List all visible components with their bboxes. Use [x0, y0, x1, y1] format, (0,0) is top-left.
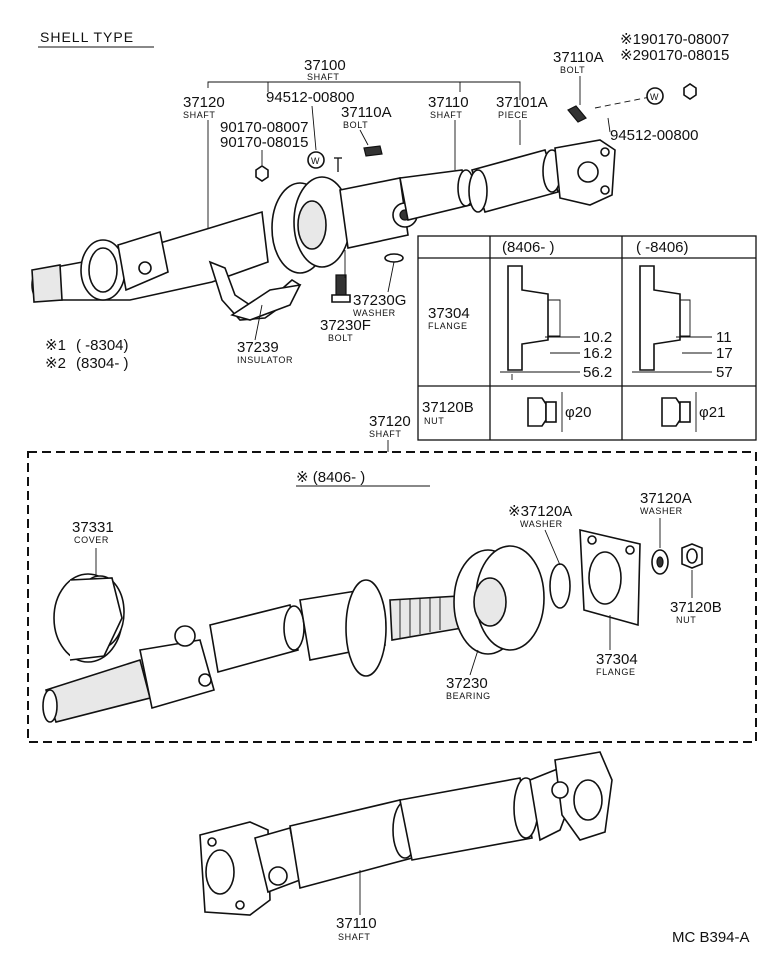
label-37304-low: 37304 FLANGE	[596, 651, 638, 677]
svg-text:37120A: 37120A	[640, 490, 692, 507]
svg-text:PIECE: PIECE	[498, 110, 528, 120]
svg-text:37230G: 37230G	[353, 292, 406, 309]
label-37100: 37100 SHAFT	[304, 57, 346, 82]
label-37120B-low: 37120B NUT	[670, 599, 722, 625]
svg-text:W: W	[650, 92, 659, 102]
svg-text:COVER: COVER	[74, 535, 109, 545]
dim-right-1: 11	[716, 329, 732, 346]
note-2-text: (8304- )	[76, 355, 129, 372]
svg-text:WASHER: WASHER	[640, 506, 683, 516]
svg-text:SHAFT: SHAFT	[183, 110, 216, 120]
svg-text:BOLT: BOLT	[560, 65, 585, 75]
svg-text:37331: 37331	[72, 519, 114, 536]
label-94512-a: 94512-00800	[266, 89, 354, 106]
svg-text:WASHER: WASHER	[520, 519, 563, 529]
label-37230F: 37230F BOLT	[320, 317, 371, 343]
svg-text:94512-00800: 94512-00800	[266, 89, 354, 106]
label-37120-top: 37120 SHAFT	[183, 94, 225, 120]
table-row2-name: NUT	[424, 416, 444, 426]
svg-text:INSULATOR: INSULATOR	[237, 355, 293, 365]
label-37110-bottom: 37110 SHAFT	[336, 915, 377, 942]
detail-box-note: ※ (8406- )	[296, 469, 365, 486]
svg-text:BEARING: BEARING	[446, 691, 491, 701]
diagram-code: MC B394-A	[672, 929, 750, 946]
label-90170: 90170-08007 90170-08015	[220, 119, 308, 151]
nut-left-dim: φ20	[565, 404, 591, 421]
bottom-shaft	[199, 751, 613, 916]
dim-right-3: 57	[716, 364, 733, 381]
svg-text:94512-00800: 94512-00800	[610, 127, 698, 144]
label-37331: 37331 COVER	[72, 519, 114, 545]
label-37120A-a: ※37120A WASHER	[508, 503, 572, 529]
svg-text:NUT: NUT	[676, 615, 696, 625]
detail-assembly	[42, 528, 703, 723]
svg-text:37110A: 37110A	[553, 49, 604, 66]
svg-text:37120: 37120	[183, 94, 225, 111]
dim-right-2: 17	[716, 345, 733, 362]
table-row1-name: FLANGE	[428, 321, 468, 331]
note-1-text: ( -8304)	[76, 337, 129, 354]
label-37239: 37239 INSULATOR	[237, 339, 293, 365]
svg-text:90170-08015: 90170-08015	[220, 134, 308, 151]
note-tr1: ※190170-08007	[620, 31, 729, 48]
nut-right-dim: φ21	[699, 404, 725, 421]
table-col1-header: (8406- )	[502, 239, 555, 256]
dim-left-1: 10.2	[583, 329, 612, 346]
top-shaft-assembly: W W	[31, 83, 697, 321]
svg-text:37230: 37230	[446, 675, 488, 692]
label-37110-top: 37110 SHAFT	[428, 94, 469, 120]
svg-text:FLANGE: FLANGE	[596, 667, 636, 677]
dim-left-3: 56.2	[583, 364, 612, 381]
table-row2-num: 37120B	[422, 399, 474, 416]
detail-box	[27, 451, 757, 743]
label-37230: 37230 BEARING	[446, 675, 491, 701]
svg-text:37239: 37239	[237, 339, 279, 356]
label-37120A-b: 37120A WASHER	[640, 490, 692, 516]
svg-text:BOLT: BOLT	[343, 120, 368, 130]
svg-text:37101A: 37101A	[496, 94, 548, 111]
diagram-title: SHELL TYPE	[40, 29, 134, 45]
svg-text:SHAFT: SHAFT	[307, 72, 340, 82]
svg-text:37120B: 37120B	[670, 599, 722, 616]
svg-text:SHAFT: SHAFT	[338, 932, 371, 942]
svg-text:SHAFT: SHAFT	[430, 110, 463, 120]
svg-text:37110A: 37110A	[341, 104, 392, 121]
svg-text:37230F: 37230F	[320, 317, 371, 334]
svg-text:37100: 37100	[304, 57, 346, 74]
table-col2-header: ( -8406)	[636, 239, 689, 256]
note-tr2: ※290170-08015	[620, 47, 729, 64]
svg-text:37120: 37120	[369, 413, 411, 430]
svg-text:SHAFT: SHAFT	[369, 429, 402, 439]
svg-text:BOLT: BOLT	[328, 333, 353, 343]
dim-left-2: 16.2	[583, 345, 612, 362]
label-94512-b: 94512-00800	[610, 127, 698, 144]
svg-text:W: W	[311, 156, 320, 166]
label-37110A-mid: 37110A BOLT	[341, 104, 392, 130]
svg-text:37110: 37110	[428, 94, 469, 111]
svg-text:37110: 37110	[336, 915, 377, 932]
spec-table: (8406- ) ( -8406) 37304 FLANGE 37120B NU…	[417, 235, 757, 441]
label-37120-mid: 37120 SHAFT	[369, 413, 411, 439]
note-1: ※1	[45, 337, 66, 354]
svg-text:90170-08007: 90170-08007	[220, 119, 308, 136]
label-37110A-top: 37110A BOLT	[553, 49, 604, 75]
svg-text:※37120A: ※37120A	[508, 503, 572, 520]
svg-text:WASHER: WASHER	[353, 308, 396, 318]
note-2: ※2	[45, 355, 66, 372]
table-row1-num: 37304	[428, 305, 470, 322]
label-37101A: 37101A PIECE	[496, 94, 548, 120]
svg-text:37304: 37304	[596, 651, 638, 668]
label-37230G: 37230G WASHER	[353, 292, 406, 318]
